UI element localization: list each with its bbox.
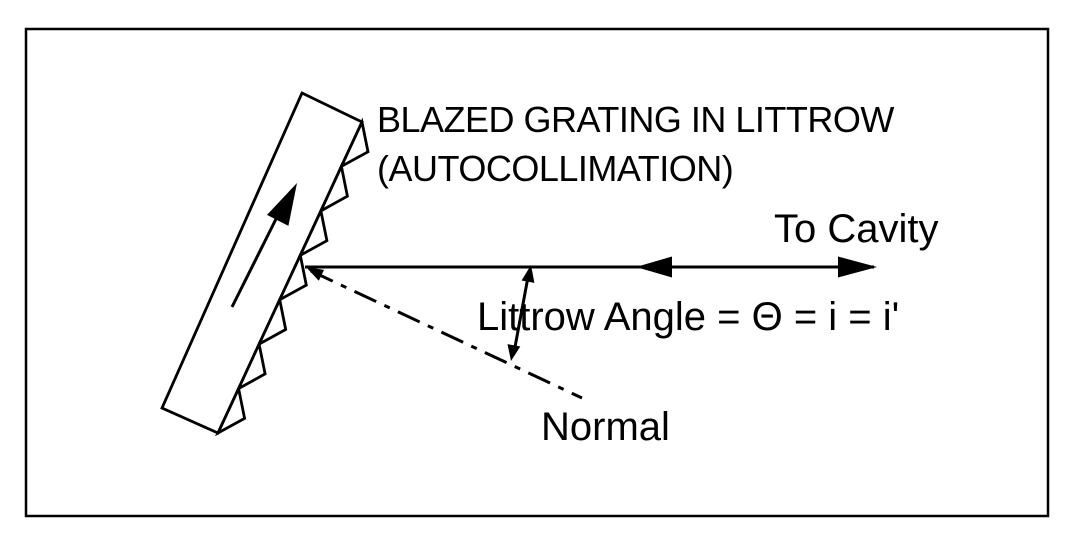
grating-grooves <box>214 117 370 437</box>
littrow-angle-arrow-shaft <box>513 276 530 348</box>
groove-tooth <box>317 161 349 215</box>
grating-direction-arrow-shaft <box>230 204 285 308</box>
to-cavity-label: To Cavity <box>774 207 939 251</box>
groove-tooth <box>256 295 288 348</box>
beam-right-arrowhead-icon <box>838 256 877 278</box>
beam-left-arrowhead-icon <box>636 256 672 278</box>
littrow-angle-arrow <box>507 265 535 361</box>
figure-title: BLAZED GRATING IN LITTROW (AUTOCOLLIMATI… <box>377 95 894 193</box>
groove-tooth <box>214 384 247 437</box>
groove-tooth <box>338 117 370 170</box>
normal-label: Normal <box>541 405 670 449</box>
normal-dash-dot-line <box>310 269 583 400</box>
groove-tooth <box>297 206 329 259</box>
grating-body <box>160 91 364 435</box>
normal-arrowhead-icon <box>306 267 324 281</box>
littrow-angle-up-arrowhead-icon <box>521 265 535 283</box>
grating-direction-arrow <box>230 183 297 308</box>
groove-tooth <box>276 250 308 303</box>
grating-direction-arrowhead-icon <box>267 183 297 226</box>
grating-normal-line <box>306 267 583 400</box>
beam-to-cavity-arrow <box>305 256 877 278</box>
littrow-angle-down-arrowhead-icon <box>507 344 521 361</box>
figure-title-line2: (AUTOCOLLIMATION) <box>377 148 734 189</box>
littrow-angle-label: Littrow Angle = Θ = i = i' <box>477 295 900 339</box>
figure-title-line1: BLAZED GRATING IN LITTROW <box>377 99 894 140</box>
groove-tooth <box>235 339 267 392</box>
frame-border <box>24 27 1050 518</box>
